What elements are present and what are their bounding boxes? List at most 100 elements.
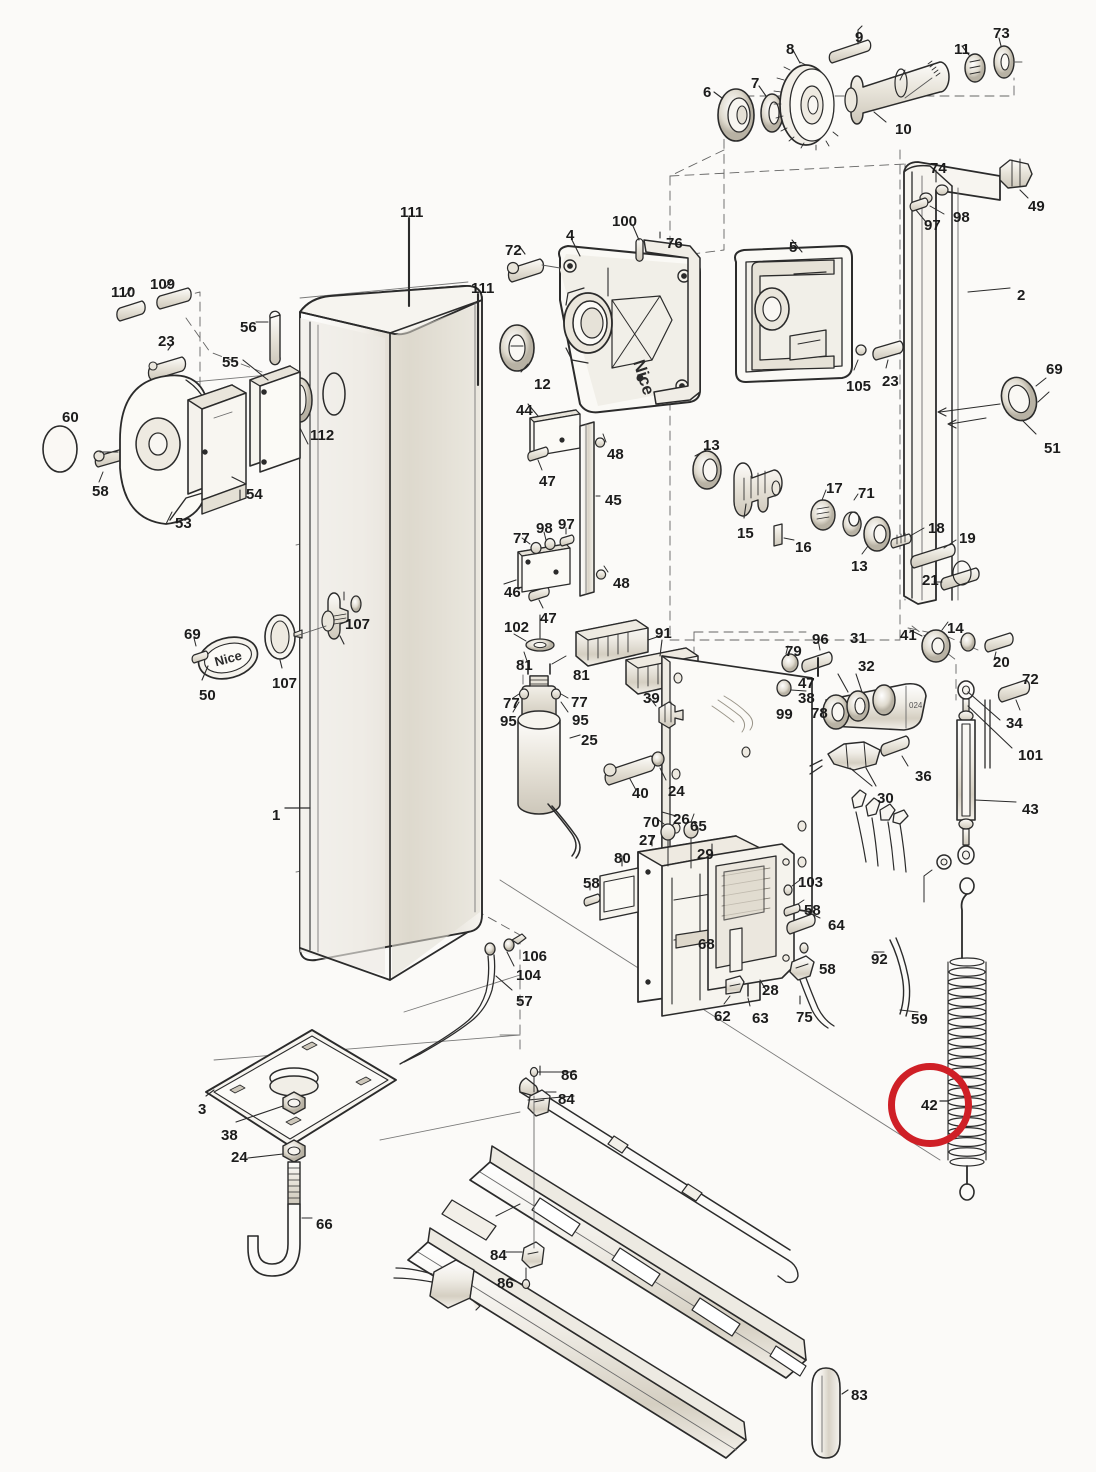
part-label-44: 44 xyxy=(516,402,533,419)
part-label-27: 27 xyxy=(639,832,656,849)
part-label-8: 8 xyxy=(786,41,795,58)
part-label-70: 70 xyxy=(643,814,660,831)
part-label-77b: 77 xyxy=(503,695,520,712)
part-label-26: 26 xyxy=(673,811,690,828)
part-label-53: 53 xyxy=(175,515,192,532)
part-label-84b: 84 xyxy=(490,1247,507,1264)
part-label-86a: 86 xyxy=(561,1067,578,1084)
part-label-10: 10 xyxy=(895,121,912,138)
part-label-38a: 38 xyxy=(798,690,815,707)
part-label-18: 18 xyxy=(928,520,945,537)
part-label-47a: 47 xyxy=(539,473,556,490)
part-label-3: 3 xyxy=(198,1101,207,1118)
part-label-51: 51 xyxy=(1044,440,1061,457)
part-label-75: 75 xyxy=(796,1009,813,1026)
part-label-50: 50 xyxy=(199,687,216,704)
part-label-1: 1 xyxy=(272,807,281,824)
part-label-6: 6 xyxy=(703,84,712,101)
part-label-96: 96 xyxy=(812,631,829,648)
part-label-58d: 58 xyxy=(819,961,836,978)
part-label-62: 62 xyxy=(714,1008,731,1025)
part-label-7: 7 xyxy=(751,75,760,92)
part-label-77a: 77 xyxy=(513,530,530,547)
part-label-30: 30 xyxy=(877,790,894,807)
part-label-107a: 107 xyxy=(272,675,298,692)
part-label-69b: 69 xyxy=(184,626,201,643)
part-label-41: 41 xyxy=(900,627,917,644)
part-label-34: 34 xyxy=(1006,715,1023,732)
part-label-74: 74 xyxy=(930,160,947,177)
part-label-110: 110 xyxy=(111,284,136,301)
part-label-97b: 97 xyxy=(558,516,575,533)
part-label-72b: 72 xyxy=(1022,671,1039,688)
part-label-47b: 47 xyxy=(540,610,557,627)
part-label-31: 31 xyxy=(850,630,867,647)
part-label-92: 92 xyxy=(871,951,888,968)
part-label-111: 111 xyxy=(400,204,424,221)
part-label-11: 11 xyxy=(954,41,970,58)
part-label-60: 60 xyxy=(62,409,79,426)
part-label-68: 68 xyxy=(698,936,715,953)
part-label-104: 104 xyxy=(516,967,542,984)
part-label-81a: 81 xyxy=(516,657,533,674)
part-label-57: 57 xyxy=(516,993,533,1010)
part-label-12: 12 xyxy=(534,376,551,393)
part-label-14: 14 xyxy=(947,620,964,637)
part-label-100: 100 xyxy=(612,213,638,230)
part-label-9: 9 xyxy=(855,29,864,46)
part-label-36: 36 xyxy=(915,768,932,785)
part-label-43: 43 xyxy=(1022,801,1039,818)
part-label-106: 106 xyxy=(522,948,548,965)
part-label-112: 112 xyxy=(310,427,335,444)
part-label-103: 103 xyxy=(798,874,824,891)
part-label-24b: 24 xyxy=(231,1149,248,1166)
part-label-97: 97 xyxy=(924,217,941,234)
part-label-80: 80 xyxy=(614,850,631,867)
part-label-98a: 98 xyxy=(953,209,970,226)
part-label-32: 32 xyxy=(858,658,875,675)
part-label-39: 39 xyxy=(643,690,660,707)
part-label-15: 15 xyxy=(737,525,754,542)
part-label-56: 56 xyxy=(240,319,257,336)
part-label-101: 101 xyxy=(1018,747,1044,764)
part-label-78: 78 xyxy=(811,705,828,722)
part-label-4: 4 xyxy=(566,227,575,244)
part-label-95b: 95 xyxy=(572,712,589,729)
part-label-28: 28 xyxy=(762,982,779,999)
part-label-72a: 72 xyxy=(505,242,522,259)
svg-text:024: 024 xyxy=(909,701,923,710)
part-label-38b: 38 xyxy=(221,1127,238,1144)
part-label-21: 21 xyxy=(922,572,939,589)
part-label-81b: 81 xyxy=(573,667,590,684)
part-label-91: 91 xyxy=(655,625,672,642)
part-label-58b: 58 xyxy=(583,875,600,892)
part-label-23b: 23 xyxy=(882,373,899,390)
part-label-23a: 23 xyxy=(158,333,175,350)
part-label-73: 73 xyxy=(993,25,1010,42)
part-label-99: 99 xyxy=(776,706,793,723)
part-label-20: 20 xyxy=(993,654,1010,671)
part-label-84a: 84 xyxy=(558,1091,575,1108)
part-label-55: 55 xyxy=(222,354,239,371)
part-label-77c: 77 xyxy=(571,694,588,711)
part-label-45: 45 xyxy=(605,492,622,509)
part-label-111b: 111 xyxy=(471,280,495,297)
part-label-102: 102 xyxy=(504,619,530,636)
part-label-65: 65 xyxy=(690,818,707,835)
part-label-107b: 107 xyxy=(345,616,371,633)
part-label-83: 83 xyxy=(851,1387,868,1404)
part-label-40: 40 xyxy=(632,785,649,802)
part-label-64: 64 xyxy=(828,917,845,934)
part-label-109: 109 xyxy=(150,276,176,293)
part-label-49: 49 xyxy=(1028,198,1045,215)
part-label-48a: 48 xyxy=(607,446,624,463)
part-label-29: 29 xyxy=(697,846,714,863)
part-label-76: 76 xyxy=(666,235,683,252)
part-label-47c: 47 xyxy=(798,675,815,692)
part-label-98b: 98 xyxy=(536,520,553,537)
part-label-2: 2 xyxy=(1017,287,1026,304)
highlight-circle-part-42 xyxy=(888,1063,972,1147)
part-label-58a: 58 xyxy=(92,483,109,500)
